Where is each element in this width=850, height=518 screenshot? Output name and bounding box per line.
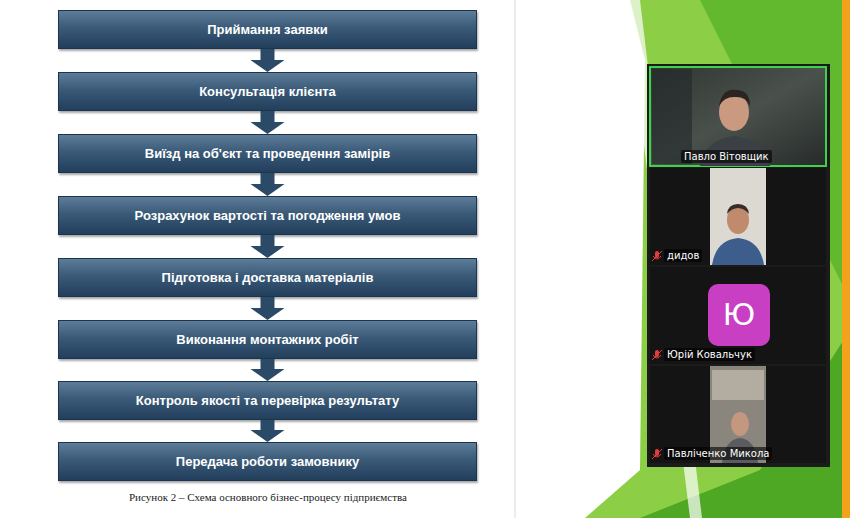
participant-name: Юрій Ковальчук [664,348,755,361]
separator-line [515,0,516,518]
muted-mic-icon [652,251,662,261]
process-label: Розрахунок вартості та погодження умов [135,208,401,223]
process-label: Підготовка і доставка матеріалів [162,270,374,285]
video-tile [650,67,826,166]
person-hair [719,90,750,106]
flow-arrow [251,420,285,442]
process-box: Виїзд на об'єкт та проведення замірів [58,134,477,173]
flow-arrow [251,359,285,381]
video-image [710,168,766,265]
avatar-square [708,284,770,346]
process-box: Контроль якості та перевірка результату [58,381,477,420]
person-face [731,412,749,436]
muted-mic-icon [652,449,662,459]
flow-arrow [251,297,285,320]
process-box: Консультація клієнта [58,72,477,111]
participant-name: Павліченко Микола [664,447,772,460]
participant-name: дидов [664,249,702,262]
process-box: Приймання заявки [58,10,477,49]
figure-caption: Рисунок 2 – Схема основного бізнес-проце… [129,491,407,503]
flow-arrow [251,49,285,72]
video-panel [647,64,830,467]
orange-strip [842,0,850,518]
video-tile [650,366,826,463]
video-tile [650,267,826,364]
process-label: Контроль якості та перевірка результату [136,393,399,408]
muted-mic-icon [652,350,662,360]
flow-arrow [251,173,285,196]
person-hair [727,204,749,214]
process-box: Розрахунок вартості та погодження умов [58,196,477,235]
participant-name: Павло Вітовщик [681,150,772,163]
green-shape [585,0,850,518]
avatar-letter: Ю [708,284,770,346]
process-label: Виїзд на об'єкт та проведення замірів [145,146,390,161]
flow-arrow [251,235,285,258]
process-box: Виконання монтажних робіт [58,320,477,359]
process-label: Передача роботи замовнику [176,454,359,469]
video-tile [650,168,826,265]
process-box: Передача роботи замовнику [58,442,477,481]
flow-arrow [251,111,285,134]
person-body [712,238,764,265]
process-label: Виконання монтажних робіт [176,332,358,347]
vehicle-window [712,370,764,400]
process-label: Приймання заявки [207,22,327,37]
process-box: Підготовка і доставка матеріалів [58,258,477,297]
process-label: Консультація клієнта [199,84,336,99]
